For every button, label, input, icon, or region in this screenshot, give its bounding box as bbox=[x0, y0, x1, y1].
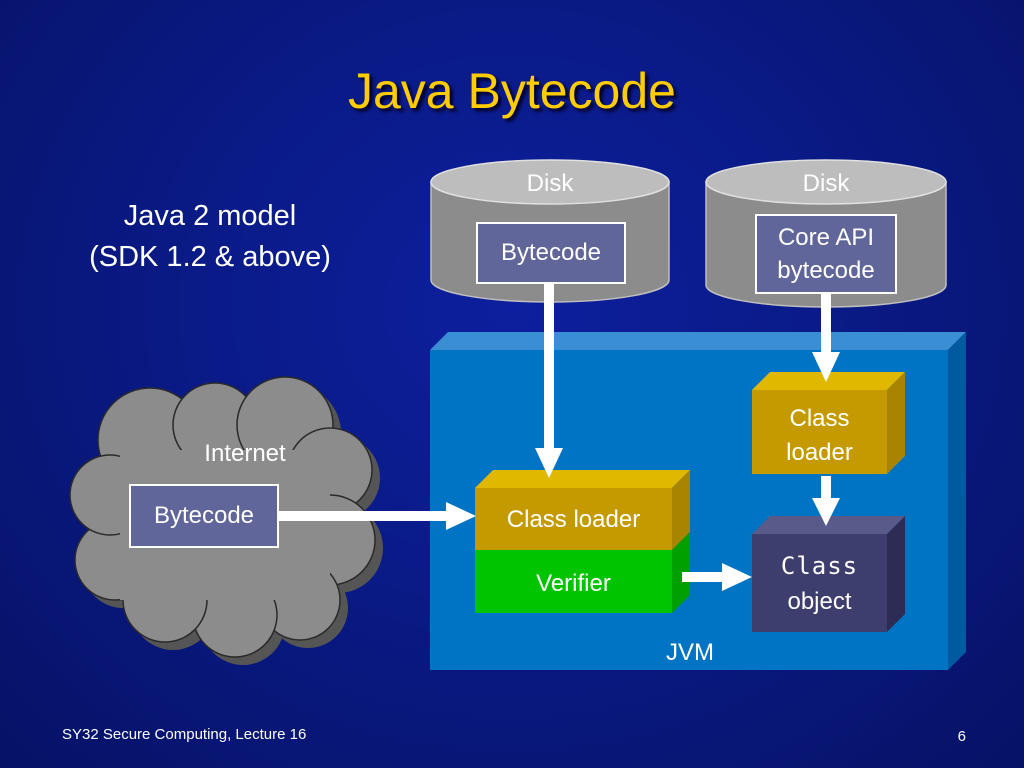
class-object-label: Class object bbox=[752, 548, 887, 620]
subtitle-line-2: (SDK 1.2 & above) bbox=[89, 241, 331, 273]
class-loader-right-block bbox=[752, 372, 905, 474]
footer-course: SY32 Secure Computing, Lecture 16 bbox=[62, 726, 307, 743]
arrow-verifier-to-class-object bbox=[682, 563, 752, 591]
arrow-disk-to-class-loader bbox=[535, 284, 563, 478]
internet-cloud bbox=[69, 376, 383, 665]
core-api-bytecode-box: Core API bytecode bbox=[755, 214, 897, 294]
internet-label: Internet bbox=[204, 440, 286, 467]
class-object-block bbox=[752, 516, 905, 632]
jvm-label: JVM bbox=[666, 639, 714, 666]
core-api-line-1: Core API bbox=[777, 224, 875, 251]
verifier-block bbox=[475, 532, 690, 613]
class-loader-right-label: Class loader bbox=[752, 402, 887, 470]
core-api-line-2: bytecode bbox=[777, 257, 875, 284]
footer-page-number: 6 bbox=[957, 728, 966, 745]
subtitle: Java 2 model (SDK 1.2 & above) bbox=[40, 196, 380, 278]
class-object-line-2: object bbox=[787, 588, 852, 615]
class-loader-right-line-1: Class bbox=[789, 405, 850, 432]
arrow-core-api-to-class-loader bbox=[812, 294, 840, 382]
page-title: Java Bytecode bbox=[348, 63, 676, 119]
arrow-class-loader-to-class-object bbox=[812, 476, 840, 526]
disk-bytecode-label: Bytecode bbox=[500, 239, 602, 266]
class-loader-main-block bbox=[475, 470, 690, 550]
disk-bytecode-box: Bytecode bbox=[476, 222, 626, 284]
internet-bytecode-box: Bytecode bbox=[129, 484, 279, 548]
verifier-label: Verifier bbox=[536, 570, 611, 597]
subtitle-line-1: Java 2 model bbox=[123, 200, 297, 232]
class-object-line-1: Class bbox=[780, 552, 859, 580]
arrow-internet-to-class-loader bbox=[279, 502, 476, 530]
class-loader-main-label: Class loader bbox=[506, 506, 641, 533]
disk-right-label: Disk bbox=[802, 170, 850, 197]
disk-left-label: Disk bbox=[526, 170, 574, 197]
internet-bytecode-label: Bytecode bbox=[153, 502, 255, 529]
class-loader-right-line-2: loader bbox=[786, 439, 853, 466]
